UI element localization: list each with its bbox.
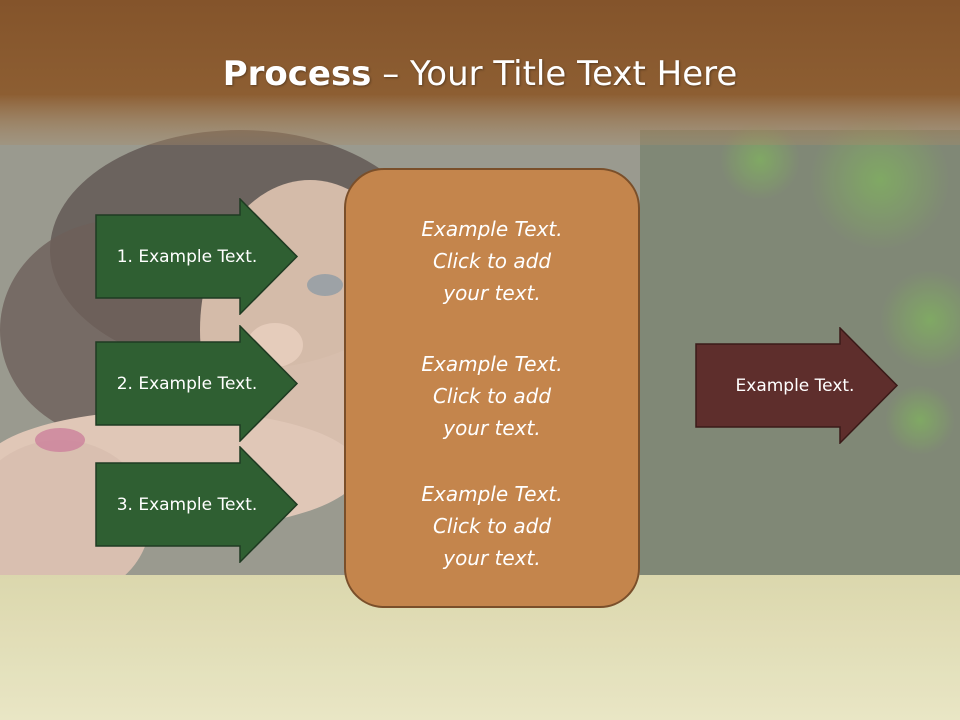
process-text-block-2[interactable]: Example Text. Click to add your text. [344, 348, 640, 444]
output-arrow-label: Example Text. [735, 375, 855, 396]
input-arrow-3[interactable]: 3. Example Text. [95, 446, 299, 563]
title-bold-word: Process [222, 54, 372, 94]
right-arrow-shape [95, 198, 299, 315]
input-arrow-label: 2. Example Text. [116, 373, 258, 394]
process-text-line: Click to add [432, 514, 552, 538]
title-rest-text: – Your Title Text Here [371, 54, 738, 94]
right-arrow-shape [95, 325, 299, 442]
process-text-line: Click to add [432, 249, 552, 273]
input-arrow-label: 3. Example Text. [116, 494, 258, 515]
input-arrow-2[interactable]: 2. Example Text. [95, 325, 299, 442]
process-text-block-1[interactable]: Example Text. Click to add your text. [344, 213, 640, 309]
right-arrow-shape [95, 446, 299, 563]
slide-title[interactable]: Process – Your Title Text Here [0, 52, 960, 96]
process-text-line: Example Text. [421, 217, 563, 241]
process-text-block-3[interactable]: Example Text. Click to add your text. [344, 478, 640, 574]
output-arrow[interactable]: Example Text. [695, 326, 899, 445]
process-text-line: Example Text. [421, 352, 563, 376]
process-text-line: Example Text. [421, 482, 563, 506]
process-box[interactable] [344, 168, 640, 608]
process-text-line: your text. [443, 416, 541, 440]
process-text-line: your text. [443, 281, 541, 305]
process-text-line: your text. [443, 546, 541, 570]
input-arrow-1[interactable]: 1. Example Text. [95, 198, 299, 315]
input-arrow-label: 1. Example Text. [116, 246, 258, 267]
right-arrow-shape [695, 326, 899, 445]
process-text-line: Click to add [432, 384, 552, 408]
